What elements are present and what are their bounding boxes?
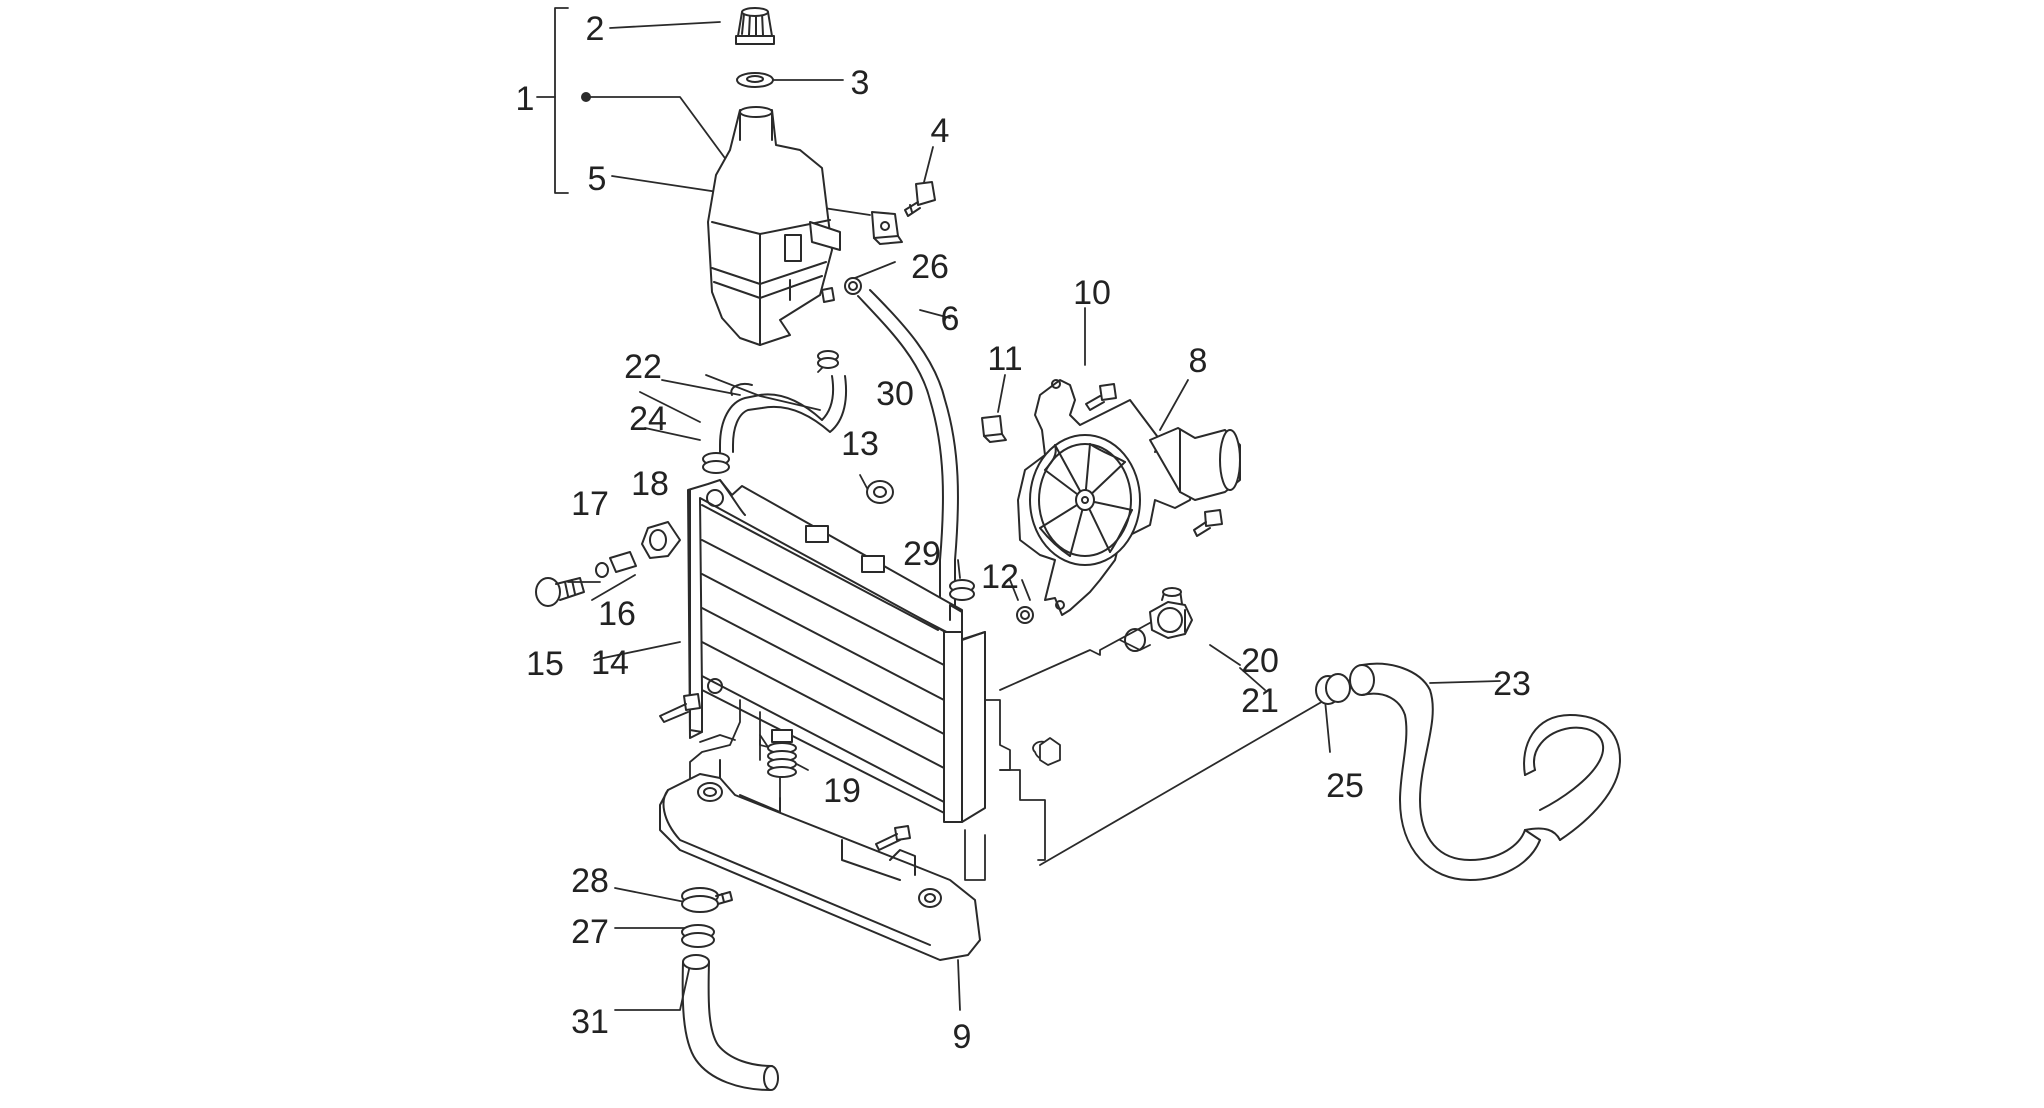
radiator-lower-tank [659, 759, 981, 961]
label-9: 9 [953, 1018, 972, 1056]
label-10: 10 [1073, 274, 1111, 312]
label-16: 16 [598, 595, 636, 633]
cap-washer [736, 72, 774, 88]
label-4: 4 [931, 112, 950, 150]
washer-16 [595, 562, 609, 578]
label-29: 29 [903, 535, 941, 573]
o-ring-21 [1124, 628, 1146, 652]
label-22: 22 [624, 348, 662, 386]
hose-23 [1349, 662, 1621, 881]
screw-4 [904, 181, 936, 217]
spacer-17 [609, 551, 637, 573]
label-2: 2 [586, 10, 605, 48]
reservoir-cap [735, 7, 775, 45]
clip-nut-5 [871, 211, 903, 245]
label-12: 12 [981, 558, 1019, 596]
label-3: 3 [851, 64, 870, 102]
bracket-dot-icon [581, 92, 591, 102]
clamp-27 [681, 924, 715, 948]
fitting-26 [844, 277, 862, 295]
label-24: 24 [629, 400, 667, 438]
radiator-screw-left [659, 693, 701, 723]
label-1: 1 [516, 80, 535, 118]
drain-plug-19 [767, 729, 797, 778]
label-19: 19 [823, 772, 861, 810]
label-21: 21 [1241, 682, 1279, 720]
hose-31 [681, 954, 779, 1091]
label-20: 20 [1241, 642, 1279, 680]
label-17: 17 [571, 485, 609, 523]
clip-nut-11 [981, 415, 1007, 443]
label-13: 13 [841, 425, 879, 463]
clamp-29 [949, 579, 975, 601]
part-labels: 1 2 3 4 5 6 8 9 10 11 12 13 14 15 16 17 … [516, 10, 1531, 1056]
label-8: 8 [1189, 342, 1208, 380]
label-11: 11 [987, 340, 1022, 378]
washer-12 [1016, 606, 1034, 624]
radiator [687, 479, 986, 823]
label-27: 27 [571, 913, 609, 951]
label-30: 30 [876, 375, 914, 413]
hose-22 [719, 375, 848, 453]
clamp-28 [681, 887, 733, 913]
clamp-30 [817, 350, 839, 369]
radiator-screw-bottom [875, 825, 911, 851]
label-26: 26 [911, 248, 949, 286]
fan-screw [1193, 509, 1223, 537]
label-5: 5 [588, 160, 607, 198]
label-23: 23 [1493, 665, 1531, 703]
radiator-bracket [689, 611, 1186, 881]
label-6: 6 [941, 300, 960, 338]
label-31: 31 [571, 1003, 609, 1041]
washer-13 [866, 480, 894, 504]
clamp-24 [702, 452, 730, 474]
screw-10 [1085, 383, 1117, 411]
expansion-reservoir [707, 106, 841, 346]
cooling-fan [1017, 379, 1241, 616]
hose-6 [857, 289, 959, 611]
label-15: 15 [526, 645, 564, 683]
label-14: 14 [591, 644, 629, 682]
label-25: 25 [1326, 767, 1364, 805]
label-18: 18 [631, 465, 669, 503]
label-28: 28 [571, 862, 609, 900]
thermo-switch-20 [1149, 587, 1193, 639]
clamp-25 [1315, 673, 1351, 705]
grommet-18 [641, 521, 681, 559]
mounting-bolt-15 [535, 577, 585, 607]
